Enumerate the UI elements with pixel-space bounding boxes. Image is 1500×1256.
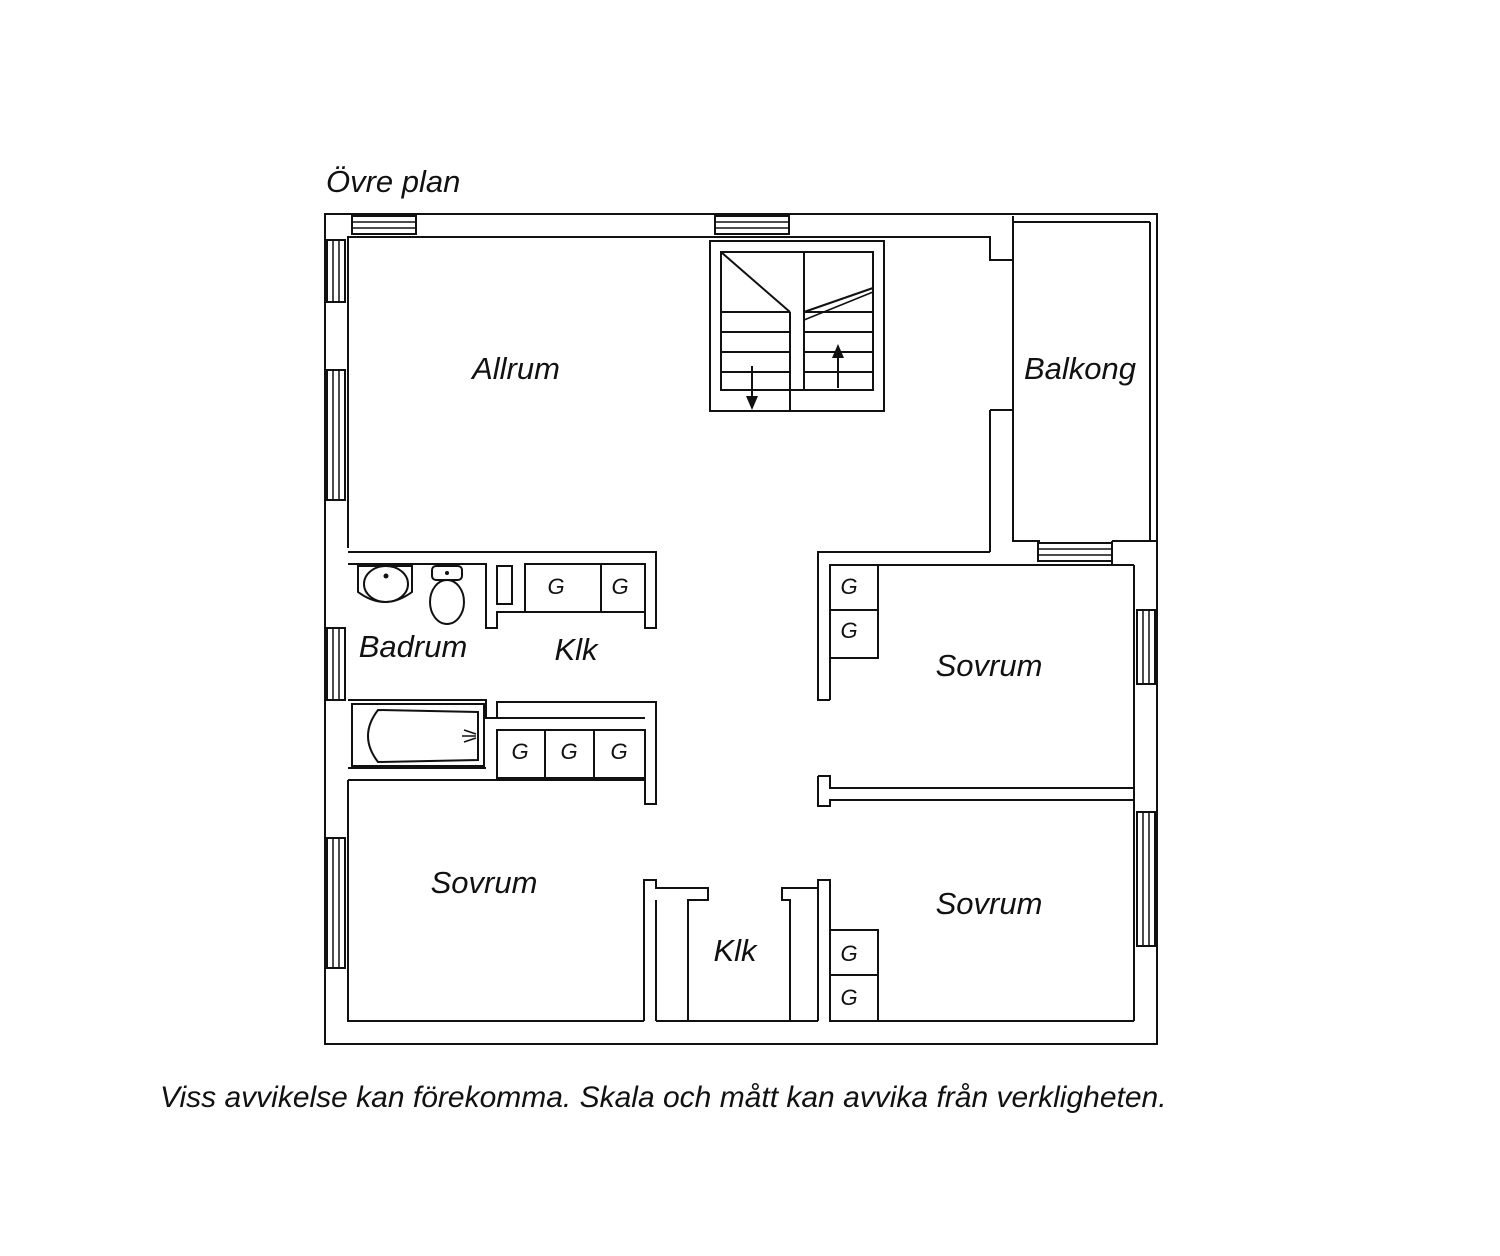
room-label-klk: Klk — [713, 933, 758, 968]
room-label-klk: Klk — [554, 632, 599, 667]
bottom-closet-walls — [643, 879, 819, 1021]
wardrobe-label: G — [840, 941, 857, 966]
wardrobe-label: G — [611, 574, 628, 599]
room-label-badrum: Badrum — [359, 629, 468, 664]
window-icon — [326, 215, 1156, 969]
wardrobe-labels: G G G G G G G G G — [511, 574, 857, 1010]
wardrobe-label: G — [560, 739, 577, 764]
wardrobe-label: G — [840, 985, 857, 1010]
bathroom-walls — [348, 551, 657, 805]
disclaimer-text: Viss avvikelse kan förekomma. Skala och … — [160, 1081, 1167, 1114]
room-label-balkong: Balkong — [1024, 351, 1136, 386]
plan-title: Övre plan — [326, 164, 460, 199]
bathtub-icon — [351, 703, 485, 767]
sink-icon — [357, 565, 413, 603]
room-label-allrum: Allrum — [470, 351, 560, 386]
room-label-sovrum: Sovrum — [936, 648, 1043, 683]
toilet-icon — [429, 565, 465, 625]
wardrobe-label: G — [547, 574, 564, 599]
room-label-sovrum: Sovrum — [936, 886, 1043, 921]
wardrobe-label: G — [610, 739, 627, 764]
wardrobe-label: G — [840, 574, 857, 599]
wardrobe-label: G — [511, 739, 528, 764]
bedroom-walls — [817, 551, 1134, 1022]
outer-walls — [324, 213, 1158, 1045]
room-label-sovrum: Sovrum — [431, 865, 538, 900]
wardrobe-label: G — [840, 618, 857, 643]
staircase-icon — [709, 240, 885, 412]
